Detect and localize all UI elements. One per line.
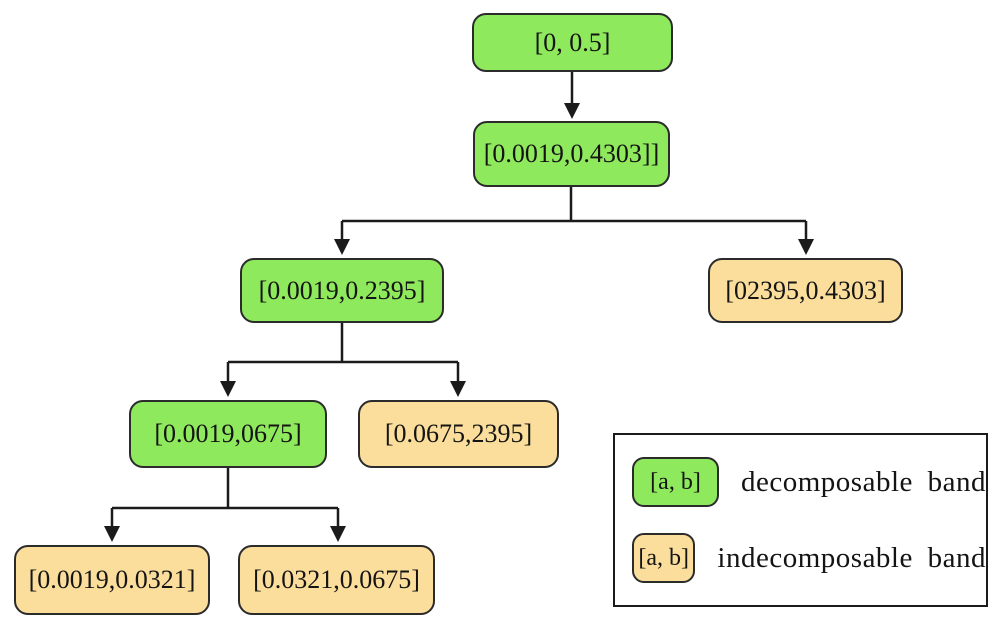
node-label: [0.0675,2395] <box>384 419 533 448</box>
tree-node-7: [0.0321,0.0675] <box>238 545 435 615</box>
node-label: [0.0019,0.4303]] <box>483 139 660 168</box>
legend-item-indecomposable: [a, b] indecomposable band <box>632 533 986 583</box>
legend-badge-label: [a, b] <box>650 468 701 495</box>
tree-node-4: [0.0019,0675] <box>129 400 327 468</box>
legend-badge-label: [a, b] <box>638 544 690 571</box>
node-label: [0.0019,0675] <box>154 419 302 448</box>
node-label: [0.0321,0.0675] <box>253 565 420 594</box>
legend-label-indecomposable: indecomposable band <box>717 541 986 574</box>
tree-node-2: [0.0019,0.2395] <box>240 258 444 323</box>
legend-badge-decomposable: [a, b] <box>632 457 719 507</box>
tree-node-1: [0.0019,0.4303]] <box>473 121 670 187</box>
tree-node-3: [02395,0.4303] <box>708 258 903 323</box>
tree-node-5: [0.0675,2395] <box>358 400 559 468</box>
node-label: [0, 0.5] <box>534 27 611 57</box>
node-label: [02395,0.4303] <box>725 275 886 305</box>
node-label: [0.0019,0.0321] <box>28 565 196 594</box>
legend-label-decomposable: decomposable band <box>740 465 986 498</box>
legend: [a, b] decomposable band [a, b] indecomp… <box>613 433 988 607</box>
node-label: [0.0019,0.2395] <box>258 275 426 305</box>
legend-item-decomposable: [a, b] decomposable band <box>632 457 986 507</box>
tree-node-6: [0.0019,0.0321] <box>14 545 210 615</box>
legend-badge-indecomposable: [a, b] <box>632 533 696 583</box>
tree-node-root: [0, 0.5] <box>472 13 673 72</box>
